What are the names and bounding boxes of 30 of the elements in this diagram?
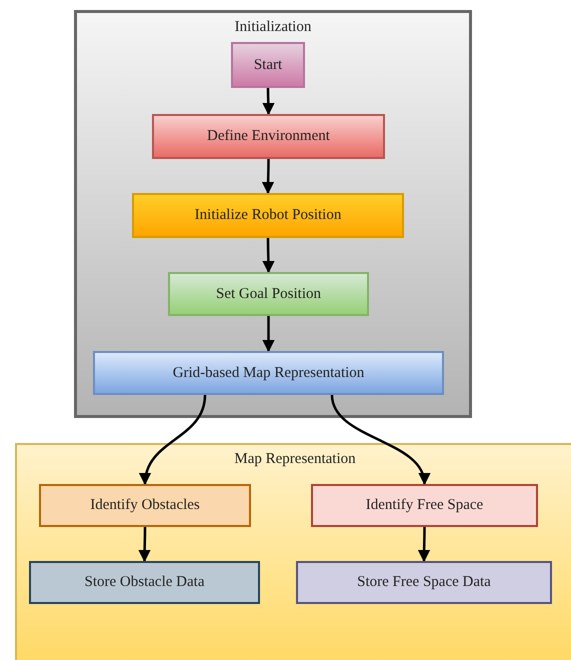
arrow xyxy=(262,238,275,274)
process-box xyxy=(231,42,305,88)
arrow xyxy=(262,159,274,194)
process-box xyxy=(168,272,369,316)
process-box xyxy=(152,114,385,159)
step-label: Identify Free Space xyxy=(366,497,484,514)
process-box xyxy=(132,193,404,238)
process-box xyxy=(311,484,538,527)
process-box xyxy=(39,484,251,527)
step-label: Initialize Robot Position xyxy=(194,207,342,224)
group-title: Initialization xyxy=(234,19,312,35)
arrow xyxy=(262,88,275,116)
arrow xyxy=(262,316,275,352)
step-label: Identify Obstacles xyxy=(90,497,200,514)
step-label: Define Environment xyxy=(207,128,330,145)
process-box xyxy=(296,561,552,604)
arrow xyxy=(418,527,430,562)
process-box xyxy=(93,351,444,395)
group-title: Map Representation xyxy=(234,451,356,467)
arrow xyxy=(330,394,429,486)
step-label: Set Goal Position xyxy=(216,286,321,302)
group-container xyxy=(74,10,472,418)
group-container xyxy=(15,443,571,660)
step-label: Store Obstacle Data xyxy=(84,574,204,591)
arrow xyxy=(138,527,151,562)
process-box xyxy=(29,561,260,604)
step-label: Grid-based Map Representation xyxy=(172,364,364,382)
step-label: Start xyxy=(254,56,282,74)
step-label: Store Free Space Data xyxy=(357,574,491,591)
arrow xyxy=(140,394,206,486)
